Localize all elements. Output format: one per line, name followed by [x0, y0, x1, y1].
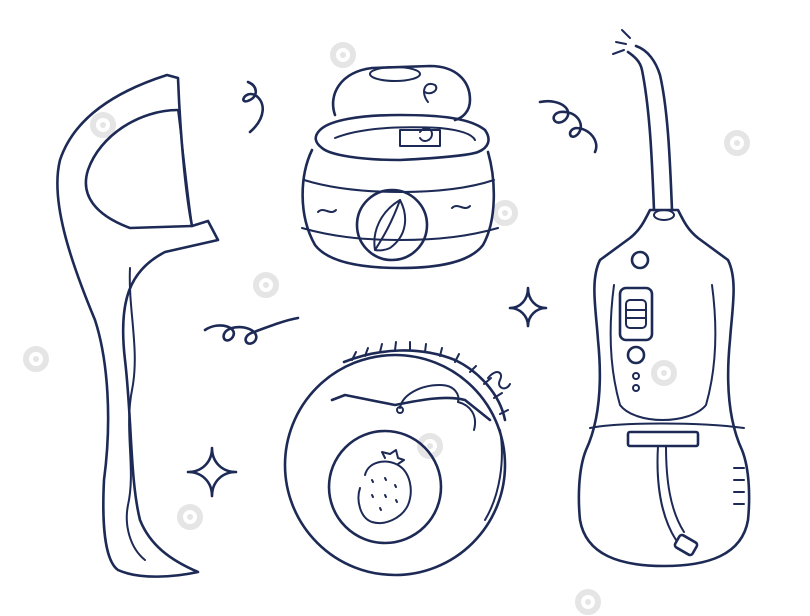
watermark-mark: [417, 433, 443, 459]
floss-pick: [56, 73, 220, 578]
squiggle: [242, 80, 264, 134]
floss-roll: [283, 341, 511, 577]
watermark-mark: [90, 112, 116, 138]
water-flosser: [577, 29, 751, 568]
watermark-mark: [492, 200, 518, 226]
decorative-sparkles: [186, 286, 548, 498]
watermark-mark: [724, 130, 750, 156]
watermark-mark: [177, 504, 203, 530]
watermark-mark: [253, 272, 279, 298]
watermark-marks: [23, 42, 750, 615]
watermark-mark: [330, 42, 356, 68]
floss-container: [301, 64, 499, 270]
watermark-mark: [23, 346, 49, 372]
squiggle: [203, 316, 300, 345]
watermark-mark: [575, 589, 601, 615]
sparkle: [508, 286, 548, 328]
sparkle: [186, 446, 238, 498]
watermark-mark: [651, 360, 677, 386]
decorative-squiggles: [203, 80, 598, 345]
squiggle: [538, 99, 598, 154]
